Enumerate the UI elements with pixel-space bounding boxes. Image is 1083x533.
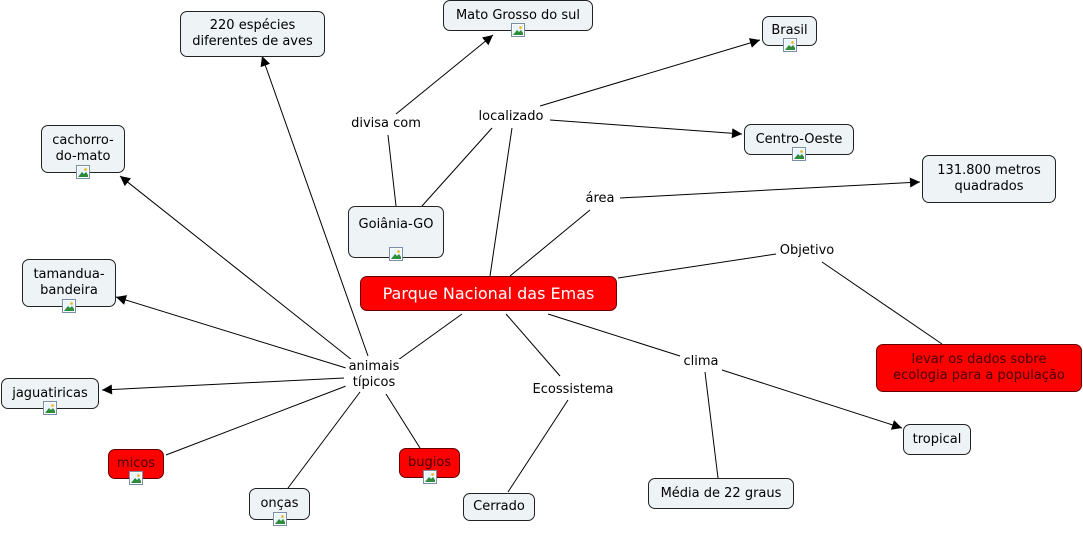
image-resource-icon[interactable] (76, 165, 90, 179)
image-resource-icon[interactable] (792, 147, 806, 161)
concept-oncas-label: onças (260, 496, 299, 511)
concept-tropical-label: tropical (912, 431, 962, 447)
image-resource-icon[interactable] (511, 23, 525, 37)
link-animais-tamandua (115, 295, 347, 369)
concept-goiania-go[interactable]: Goiânia-GO (348, 206, 444, 261)
concept-metros-label: 131.800 metros quadrados (937, 163, 1041, 194)
link-animais-aves (260, 55, 369, 357)
link-animais-jaguatiricas (101, 377, 345, 395)
concept-jaguatiricas-label: jaguatiricas (12, 385, 88, 401)
concept-131800-metros[interactable]: 131.800 metros quadrados (922, 155, 1056, 203)
concept-mato-grosso[interactable]: Mato Grosso do sul (443, 0, 593, 37)
link-goiania-divisa (387, 134, 397, 207)
link-label-area: área (582, 191, 618, 207)
concept-media-label: Média de 22 graus (660, 485, 782, 501)
link-main-clima (547, 313, 681, 357)
link-goiania-localizado (421, 127, 493, 207)
concept-tamandua-label: tamandua- bandeira (33, 267, 105, 298)
image-resource-icon[interactable] (43, 401, 57, 415)
link-main-ecossistema (505, 313, 561, 377)
link-animais-bugios (385, 393, 421, 449)
image-resource-icon[interactable] (422, 470, 437, 484)
concept-oncas[interactable]: onças (249, 488, 310, 526)
image-resource-icon[interactable] (782, 38, 797, 52)
concept-media-22-graus[interactable]: Média de 22 graus (648, 478, 794, 509)
concept-brasil-label: Brasil (771, 23, 808, 38)
link-label-animais-tipicos: animais típicos (345, 359, 403, 391)
concept-goiania-label: Goiânia-GO (358, 217, 434, 232)
concept-aves[interactable]: 220 espécies diferentes de aves (180, 11, 325, 57)
link-ecossistema-cerrado (507, 399, 569, 493)
concept-mato-grosso-label: Mato Grosso do sul (455, 7, 581, 23)
link-localizado-centro-oeste (549, 119, 743, 139)
concept-bugios[interactable]: bugios (399, 448, 460, 484)
concept-levar-label: levar os dados sobre ecologia para a pop… (893, 352, 1065, 383)
concept-tropical[interactable]: tropical (903, 424, 971, 455)
link-label-clima: clima (680, 354, 722, 370)
link-area-metros (619, 177, 921, 199)
image-resource-icon[interactable] (389, 247, 403, 261)
concept-brasil[interactable]: Brasil (762, 16, 817, 52)
concept-cachorro-label: cachorro- do-mato (52, 133, 114, 164)
link-divisa-mato-grosso (395, 34, 494, 115)
link-objetivo-levar (821, 261, 943, 345)
link-clima-tropical (721, 369, 903, 430)
concept-centro-oeste-label: Centro-Oeste (755, 131, 843, 147)
link-main-localizado (489, 127, 513, 277)
link-animais-cachorro (119, 175, 353, 361)
link-animais-micos (165, 385, 347, 456)
link-main-area (509, 209, 591, 277)
concept-cachorro-do-mato[interactable]: cachorro- do-mato (41, 125, 125, 179)
concept-micos[interactable]: micos (108, 449, 164, 485)
main-concept-parque[interactable]: Parque Nacional das Emas (360, 276, 617, 311)
concept-levar-dados[interactable]: levar os dados sobre ecologia para a pop… (876, 344, 1082, 392)
main-concept-label: Parque Nacional das Emas (382, 283, 595, 303)
concept-cerrado-label: Cerrado (473, 499, 525, 514)
concept-bugios-label: bugios (407, 455, 452, 470)
concept-jaguatiricas[interactable]: jaguatiricas (1, 378, 99, 415)
link-label-ecossistema: Ecossistema (529, 382, 617, 398)
link-clima-media (704, 371, 719, 479)
concept-centro-oeste[interactable]: Centro-Oeste (744, 124, 854, 161)
link-label-divisa-com: divisa com (348, 116, 424, 132)
concept-aves-label: 220 espécies diferentes de aves (192, 18, 313, 49)
link-label-objetivo: Objetivo (776, 243, 838, 259)
link-animais-oncas (287, 391, 361, 489)
link-localizado-brasil (539, 38, 761, 107)
concept-micos-label: micos (116, 456, 156, 471)
image-resource-icon[interactable] (272, 512, 287, 526)
link-label-localizado: localizado (475, 109, 547, 125)
image-resource-icon[interactable] (62, 299, 76, 313)
link-main-animais (397, 313, 463, 361)
image-resource-icon[interactable] (129, 471, 143, 485)
concept-cerrado[interactable]: Cerrado (463, 493, 535, 521)
link-main-objetivo (617, 253, 777, 279)
concept-tamandua-bandeira[interactable]: tamandua- bandeira (22, 259, 116, 313)
